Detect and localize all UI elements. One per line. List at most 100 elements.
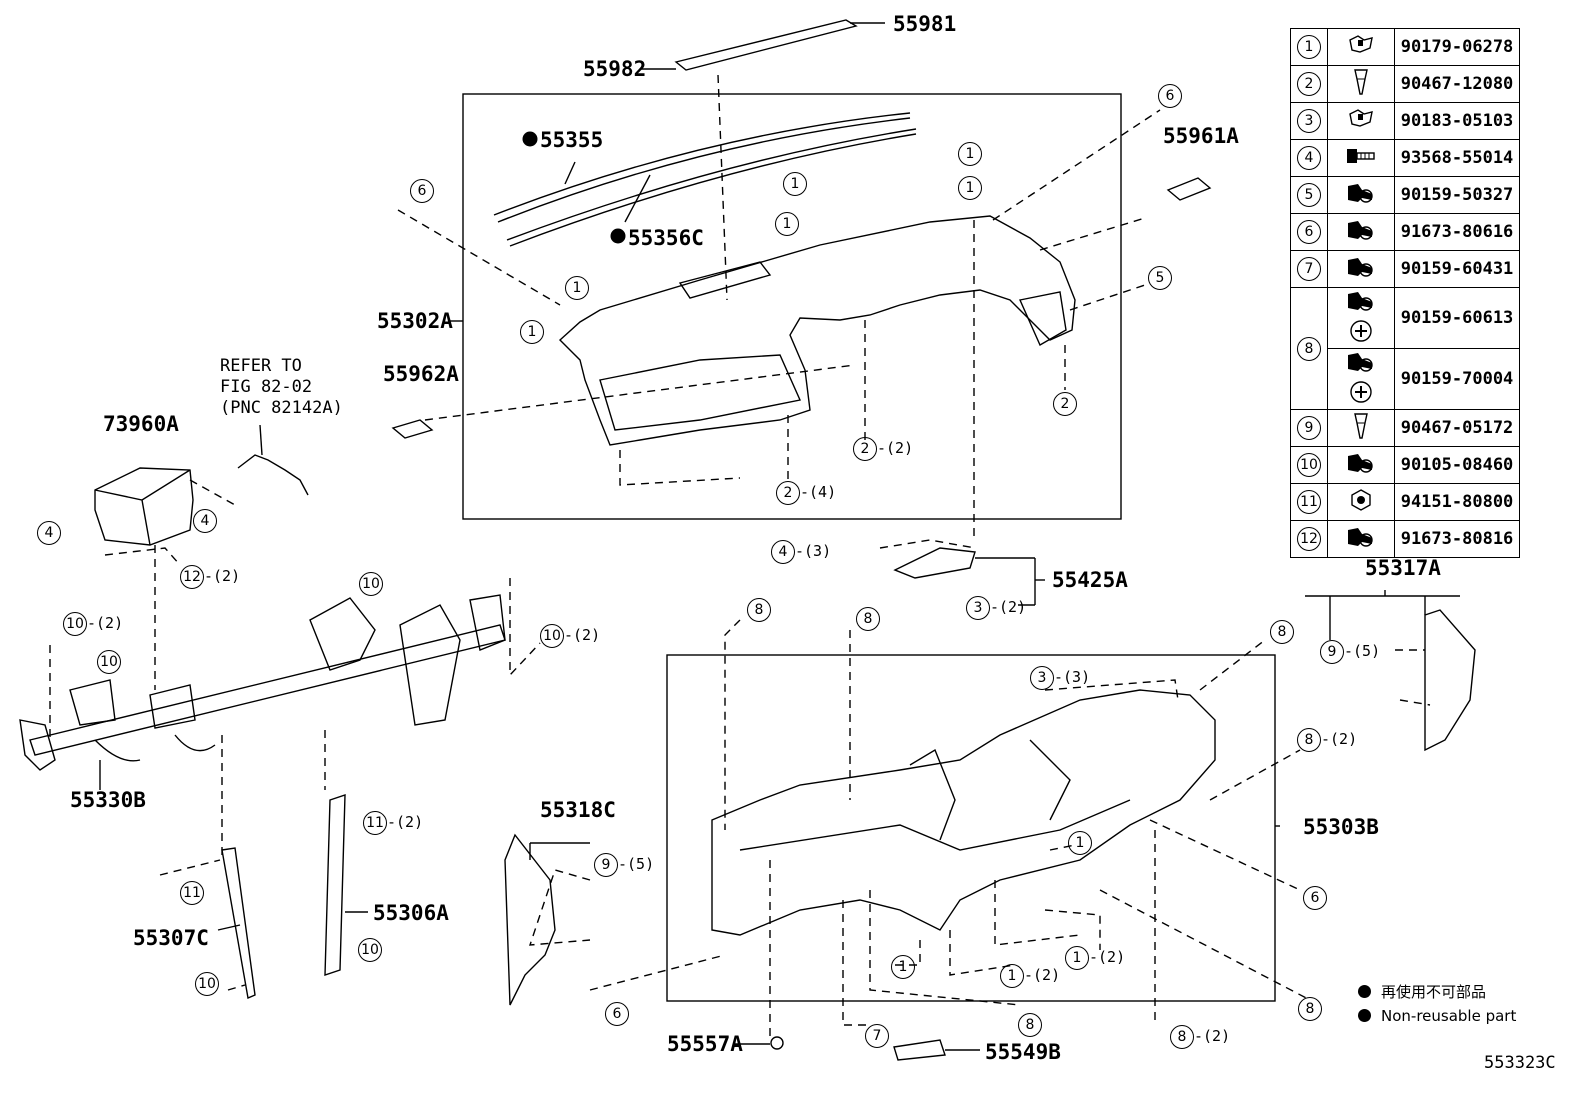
- callout: 1: [783, 172, 807, 196]
- reinforcement-frame-shape: [711, 689, 1216, 936]
- callout: 8: [1270, 620, 1294, 644]
- callout: 8: [856, 607, 880, 631]
- callout: 8-(2): [1170, 1025, 1230, 1049]
- callout-number: 9: [594, 853, 618, 877]
- callout-number: 1: [1065, 946, 1089, 970]
- clip-nut-icon: [1327, 28, 1395, 66]
- instrument-panel-shape: [558, 215, 1076, 446]
- callout-number: 6: [1303, 886, 1327, 910]
- fastener-row: 10 90105-08460: [1290, 446, 1520, 484]
- part-label-55356c: 55356C: [628, 226, 704, 250]
- fastener-row: 8 90159-60613: [1290, 287, 1520, 410]
- callout: 4-(3): [771, 540, 831, 564]
- callout: 6: [1303, 886, 1327, 910]
- callout: 9-(5): [594, 853, 654, 877]
- refer-note-line: (PNC 82142A): [220, 398, 343, 418]
- part-label-55981: 55981: [893, 12, 957, 36]
- callout: 6: [1158, 84, 1182, 108]
- callout: 1: [891, 955, 915, 979]
- callout-number: 8: [747, 598, 771, 622]
- refer-note: REFER TO FIG 82-02 (PNC 82142A): [220, 356, 343, 419]
- callout: 1: [958, 176, 982, 200]
- callout: 5: [1148, 266, 1172, 290]
- callout-number: 1: [958, 176, 982, 200]
- callout-number: 11: [363, 811, 387, 835]
- non-reusable-dot-icon: [1358, 985, 1371, 998]
- fastener-number-cell: 10: [1290, 446, 1328, 484]
- brace-55306a-shape: [324, 794, 346, 976]
- fastener-number: 7: [1297, 257, 1321, 281]
- callout-number: 10: [540, 624, 564, 648]
- screw-icon: [1327, 139, 1395, 177]
- clip-icon: [1327, 65, 1395, 103]
- support-beam-shape: [29, 624, 506, 756]
- callout: 1: [775, 212, 799, 236]
- callout-number: 2: [853, 437, 877, 461]
- part-label-55425a: 55425A: [1052, 568, 1128, 592]
- fastener-number: 3: [1297, 109, 1321, 133]
- callout-number: 5: [1148, 266, 1172, 290]
- figure-code: 553323C: [1484, 1053, 1556, 1073]
- callout: 3-(2): [966, 596, 1026, 620]
- fastener-part-number: 90467-12080: [1394, 65, 1520, 103]
- callout-number: 10: [195, 972, 219, 996]
- callout: 4: [193, 509, 217, 533]
- panel-group-box: [462, 93, 1122, 520]
- fastener-number: 1: [1297, 35, 1321, 59]
- fastener-number: 6: [1297, 220, 1321, 244]
- callout-qty: -(2): [564, 626, 601, 644]
- duct-55961a-shape: [1166, 177, 1212, 201]
- fastener-number-cell: 6: [1290, 213, 1328, 251]
- fastener-number: 5: [1297, 183, 1321, 207]
- fastener-part-number: 94151-80800: [1394, 483, 1520, 521]
- fastener-part-number: 90105-08460: [1394, 446, 1520, 484]
- callout: 1: [520, 320, 544, 344]
- harness-shape: [237, 454, 309, 496]
- bolt-icon: [1327, 213, 1395, 251]
- callout-number: 6: [410, 179, 434, 203]
- fastener-part-number: 90159-50327: [1394, 176, 1520, 214]
- fastener-number-cell: 3: [1290, 102, 1328, 140]
- callout-number: 9: [1320, 640, 1344, 664]
- callout: 1-(2): [1065, 946, 1125, 970]
- part-label-55549b: 55549B: [985, 1040, 1061, 1064]
- callout: 10: [359, 572, 383, 596]
- callout-number: 10: [63, 612, 87, 636]
- callout-number: 1: [1068, 831, 1092, 855]
- callout-number: 2: [776, 481, 800, 505]
- part-label-55961a: 55961A: [1163, 124, 1239, 148]
- callout-number: 6: [1158, 84, 1182, 108]
- callout: 6: [410, 179, 434, 203]
- bolt-icon: [1327, 250, 1395, 288]
- fastener-number: 9: [1297, 416, 1321, 440]
- callout: 10: [358, 938, 382, 962]
- airbag-module-shape: [94, 467, 194, 546]
- part-label-55982: 55982: [583, 57, 647, 81]
- fastener-number-cell: 2: [1290, 65, 1328, 103]
- refer-note-line: REFER TO: [220, 356, 302, 376]
- fastener-number: 8: [1297, 336, 1321, 361]
- callout-qty: -(3): [1054, 668, 1091, 686]
- fastener-number-cell: 12: [1290, 520, 1328, 558]
- duct-55962a-shape: [391, 419, 434, 439]
- fastener-part-number: 91673-80816: [1394, 520, 1520, 558]
- reinforcement-group-box: [666, 654, 1276, 1002]
- fastener-number-cell: 4: [1290, 139, 1328, 177]
- callout-qty: -(3): [795, 542, 832, 560]
- callout-number: 2: [1053, 392, 1077, 416]
- legend-en: Non-reusable part: [1358, 1007, 1516, 1025]
- callout: 4: [37, 521, 61, 545]
- callout-number: 8: [1170, 1025, 1194, 1049]
- part-label-55317a: 55317A: [1365, 556, 1441, 580]
- callout-qty: -(4): [800, 483, 837, 501]
- callout-number: 4: [193, 509, 217, 533]
- fastener-part-number: 91673-80616: [1394, 213, 1520, 251]
- fastener-number-cell: 7: [1290, 250, 1328, 288]
- callout: 6: [605, 1002, 629, 1026]
